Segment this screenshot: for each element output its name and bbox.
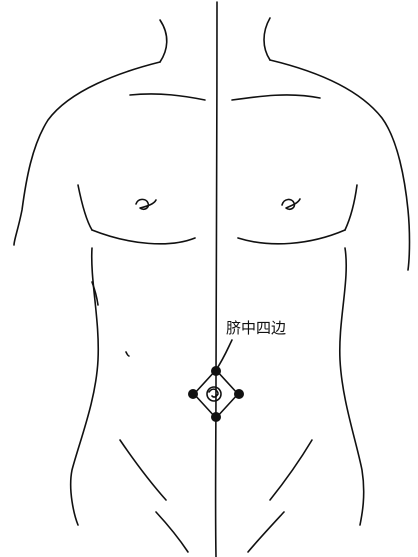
left-thigh-line — [156, 512, 188, 552]
left-collarbone — [130, 94, 205, 100]
left-armpit-line — [78, 185, 92, 230]
left-nipple-icon — [136, 199, 156, 209]
right-torso-side — [340, 248, 364, 525]
acupoint-bottom — [211, 412, 221, 422]
abdomen-mark — [126, 352, 129, 356]
acupoint-right — [234, 389, 244, 399]
neck-left-line — [160, 20, 167, 62]
right-armpit-line — [345, 185, 357, 230]
right-collarbone — [232, 95, 320, 100]
left-pectoral-line — [92, 230, 195, 244]
label-leader-line — [216, 340, 232, 370]
right-pectoral-line — [238, 230, 345, 244]
right-shoulder-arm-outline — [270, 60, 410, 270]
acupoint-top — [211, 366, 221, 376]
right-inguinal-line — [270, 440, 312, 500]
right-thigh-line — [248, 512, 284, 552]
midline — [216, 2, 217, 557]
right-nipple-icon — [282, 199, 300, 209]
acupoint-label: 脐中四边 — [226, 319, 286, 337]
left-inguinal-line — [120, 440, 166, 500]
acupoint-left — [188, 389, 198, 399]
neck-right-line — [264, 18, 270, 60]
